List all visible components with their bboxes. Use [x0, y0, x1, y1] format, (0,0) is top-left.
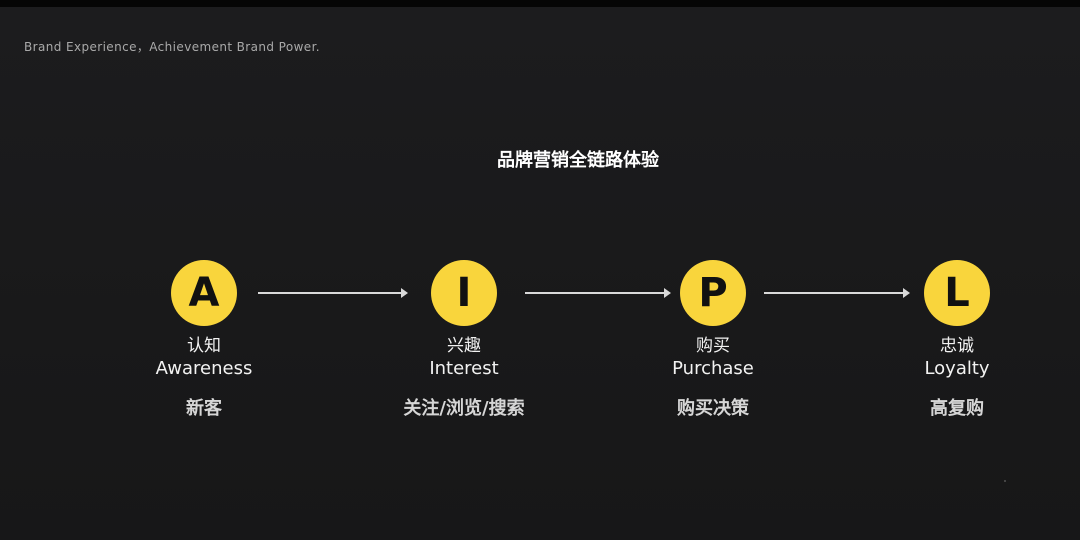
stage-label-cn: 购买	[696, 336, 730, 356]
stage-letter-badge: I	[431, 260, 497, 326]
stage-loyalty: L 忠诚 Loyalty 高复购	[857, 260, 1057, 421]
stage-audience-tag: 新客	[186, 398, 222, 419]
stage-audience-tag: 高复购	[930, 398, 984, 419]
stage-label-cn: 忠诚	[940, 336, 974, 356]
decorative-dot	[1004, 480, 1006, 482]
stage-letter-badge: P	[680, 260, 746, 326]
stage-label-en: Loyalty	[924, 358, 990, 379]
stage-interest: I 兴趣 Interest 关注/浏览/搜索	[364, 260, 564, 421]
arrow-right-icon	[764, 288, 910, 298]
stage-label-cn: 兴趣	[447, 336, 481, 356]
top-bar	[0, 0, 1080, 7]
stage-label-cn: 认知	[187, 336, 221, 356]
stage-audience-tag: 关注/浏览/搜索	[403, 398, 525, 419]
stage-letter-badge: L	[924, 260, 990, 326]
stage-letter-badge: A	[171, 260, 237, 326]
stage-awareness: A 认知 Awareness 新客	[104, 260, 304, 421]
stage-label-en: Purchase	[672, 358, 754, 379]
stage-purchase: P 购买 Purchase 购买决策	[613, 260, 813, 421]
stage-label-en: Interest	[429, 358, 499, 379]
stage-label-en: Awareness	[155, 358, 253, 379]
diagram-title: 品牌营销全链路体验	[497, 150, 659, 171]
stage-audience-tag: 购买决策	[677, 398, 749, 419]
arrow-right-icon	[525, 288, 671, 298]
tagline: Brand Experience，Achievement Brand Power…	[24, 40, 321, 54]
arrow-right-icon	[258, 288, 408, 298]
